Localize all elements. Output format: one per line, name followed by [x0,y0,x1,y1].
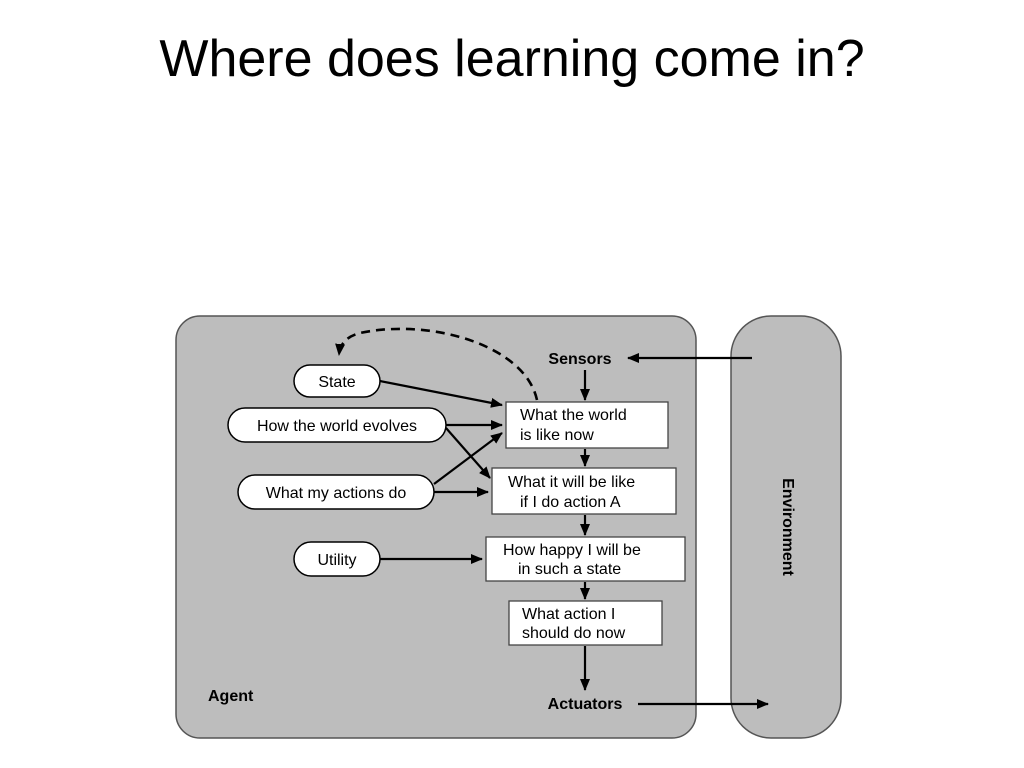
svg-text:What it will be like: What it will be like [508,474,635,491]
agent-panel [175,315,697,739]
environment-panel [730,315,842,739]
svg-text:Utility: Utility [317,552,356,569]
svg-text:should do now: should do now [522,625,626,642]
arrow-state-to-world [379,379,503,408]
box-how-happy: How happy I will be in such a state [485,536,686,582]
svg-text:How the world evolves: How the world evolves [257,418,417,435]
box-world-now: What the world is like now [505,401,669,449]
agent-label: Agent [208,688,254,705]
slide-title: Where does learning come in? [159,30,865,88]
svg-text:What the world: What the world [520,407,627,424]
svg-text:is like now: is like now [520,427,594,444]
environment-label: Environment [779,478,796,576]
svg-text:What my actions do: What my actions do [266,485,407,502]
svg-text:if I do action A: if I do action A [520,494,621,511]
box-will-be-like: What it will be like if I do action A [491,467,677,515]
oval-state: State [293,364,381,398]
oval-actions-do: What my actions do [237,474,435,510]
svg-text:in such a state: in such a state [518,561,621,578]
svg-text:How happy I will be: How happy I will be [503,542,641,559]
oval-utility: Utility [293,541,381,577]
box-what-action: What action I should do now [508,600,663,646]
sensors-label: Sensors [548,351,611,368]
arrow-evolves-to-will-be [445,427,491,479]
actuators-label: Actuators [548,696,623,713]
oval-world-evolves: How the world evolves [227,407,447,443]
svg-text:What action I: What action I [522,606,615,623]
svg-text:State: State [318,374,355,391]
arrow-actions-to-world [433,432,503,485]
